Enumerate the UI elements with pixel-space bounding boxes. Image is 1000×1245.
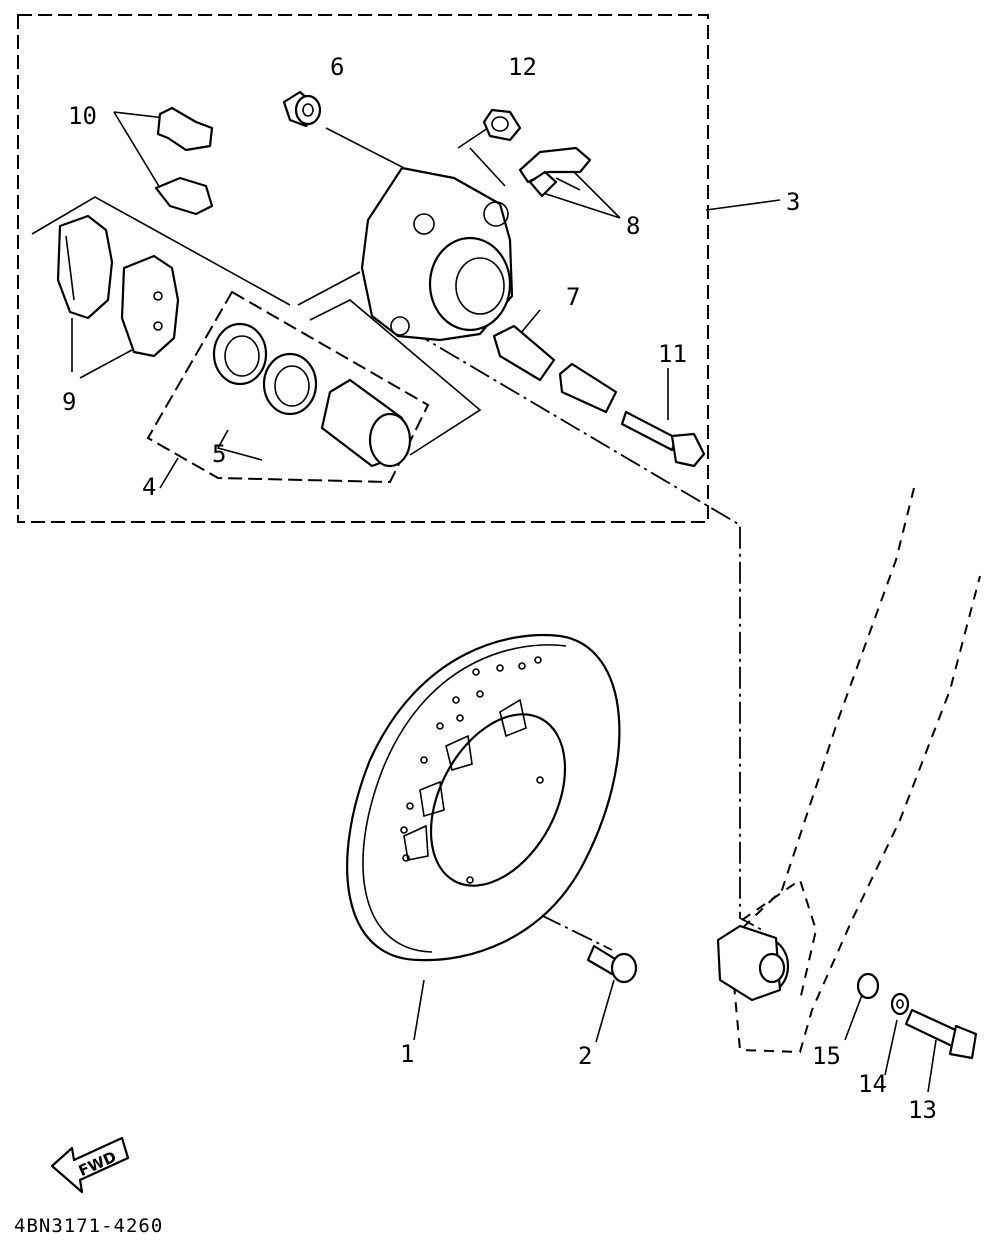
part-code: 4BN3171-4260 [14, 1215, 163, 1237]
pad-spring-part [154, 106, 214, 216]
bleeder-cap-part [282, 90, 322, 128]
centerline-chain [409, 329, 763, 951]
callout-4: 4 [142, 473, 156, 501]
callout-14: 14 [858, 1070, 887, 1098]
front-fork-outline [716, 487, 981, 1054]
disc-bolt-part [586, 944, 638, 984]
leader-lines [31, 111, 937, 1093]
callout-9: 9 [62, 388, 76, 416]
callout-3: 3 [786, 188, 800, 216]
callout-8: 8 [626, 212, 640, 240]
callout-10: 10 [68, 102, 97, 130]
callout-1: 1 [400, 1040, 414, 1068]
callout-5: 5 [212, 440, 226, 468]
slide-pin-boot-part [492, 324, 618, 414]
callout-6: 6 [330, 53, 344, 81]
forward-arrow-icon: FWD [50, 1136, 130, 1194]
axle-bolt-parts [856, 972, 978, 1060]
seal-kit-boundary [146, 290, 430, 484]
callout-11: 11 [658, 340, 687, 368]
piston-part [320, 378, 412, 468]
brake-disc-part [346, 633, 621, 962]
bleed-screw-part [518, 146, 592, 198]
callout-7: 7 [566, 283, 580, 311]
boot-part [482, 108, 522, 142]
piston-seal-part [212, 322, 318, 416]
caliper-bolt-part [620, 410, 706, 468]
callout-13: 13 [908, 1096, 937, 1124]
callout-2: 2 [578, 1042, 592, 1070]
caliper-assembly-boundary [17, 14, 709, 523]
caliper-body-part [360, 166, 514, 342]
callout-12: 12 [508, 53, 537, 81]
brake-pad-part [56, 214, 180, 358]
callout-15: 15 [812, 1042, 841, 1070]
